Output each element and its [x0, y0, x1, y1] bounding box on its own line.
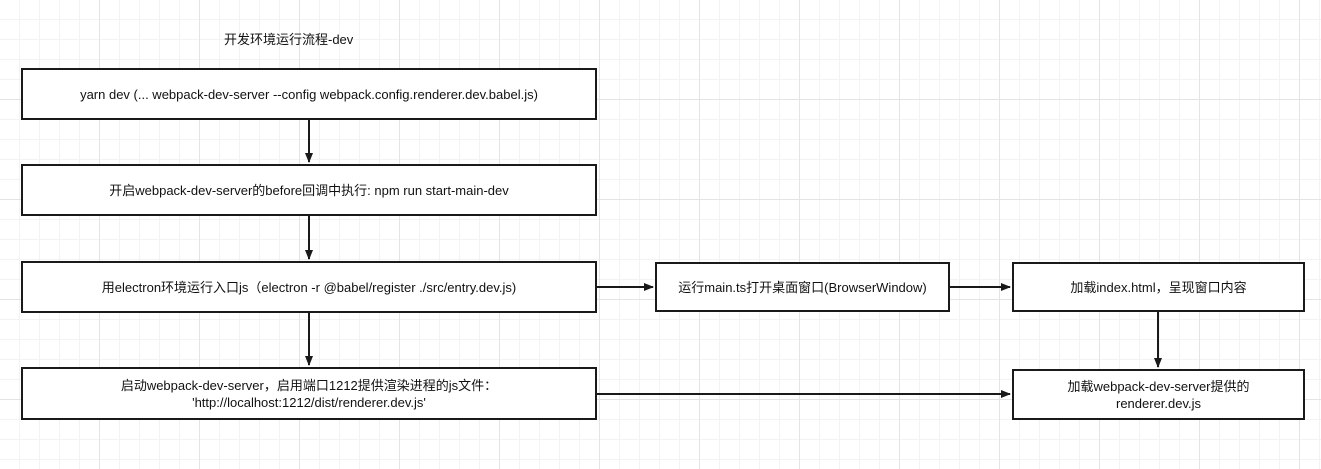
node-electron-entry[interactable]: 用electron环境运行入口js（electron -r @babel/reg…: [21, 261, 597, 313]
node-load-renderer[interactable]: 加载webpack-dev-server提供的 renderer.dev.js: [1012, 369, 1305, 420]
node-load-index-label: 加载index.html，呈现窗口内容: [1070, 279, 1247, 295]
node-main-ts-label: 运行main.ts打开桌面窗口(BrowserWindow): [678, 279, 927, 295]
node-start-wds-line1: 启动webpack-dev-server，启用端口1212提供渲染进程的js文件…: [120, 377, 498, 393]
node-yarn-dev[interactable]: yarn dev (... webpack-dev-server --confi…: [21, 68, 597, 120]
node-electron-entry-label: 用electron环境运行入口js（electron -r @babel/reg…: [101, 279, 517, 295]
node-load-renderer-line1: 加载webpack-dev-server提供的: [1067, 378, 1250, 394]
node-start-wds-line2: 'http://localhost:1212/dist/renderer.dev…: [192, 394, 426, 410]
node-yarn-dev-label: yarn dev (... webpack-dev-server --confi…: [80, 86, 538, 102]
node-load-index[interactable]: 加载index.html，呈现窗口内容: [1012, 262, 1305, 312]
diagram-title: 开发环境运行流程-dev: [224, 32, 354, 47]
node-load-renderer-line2: renderer.dev.js: [1115, 395, 1202, 411]
node-before-hook-label: 开启webpack-dev-server的before回调中执行: npm ru…: [109, 182, 509, 198]
node-start-wds[interactable]: 启动webpack-dev-server，启用端口1212提供渲染进程的js文件…: [21, 367, 597, 420]
node-main-ts[interactable]: 运行main.ts打开桌面窗口(BrowserWindow): [655, 262, 950, 312]
node-before-hook[interactable]: 开启webpack-dev-server的before回调中执行: npm ru…: [21, 164, 597, 216]
